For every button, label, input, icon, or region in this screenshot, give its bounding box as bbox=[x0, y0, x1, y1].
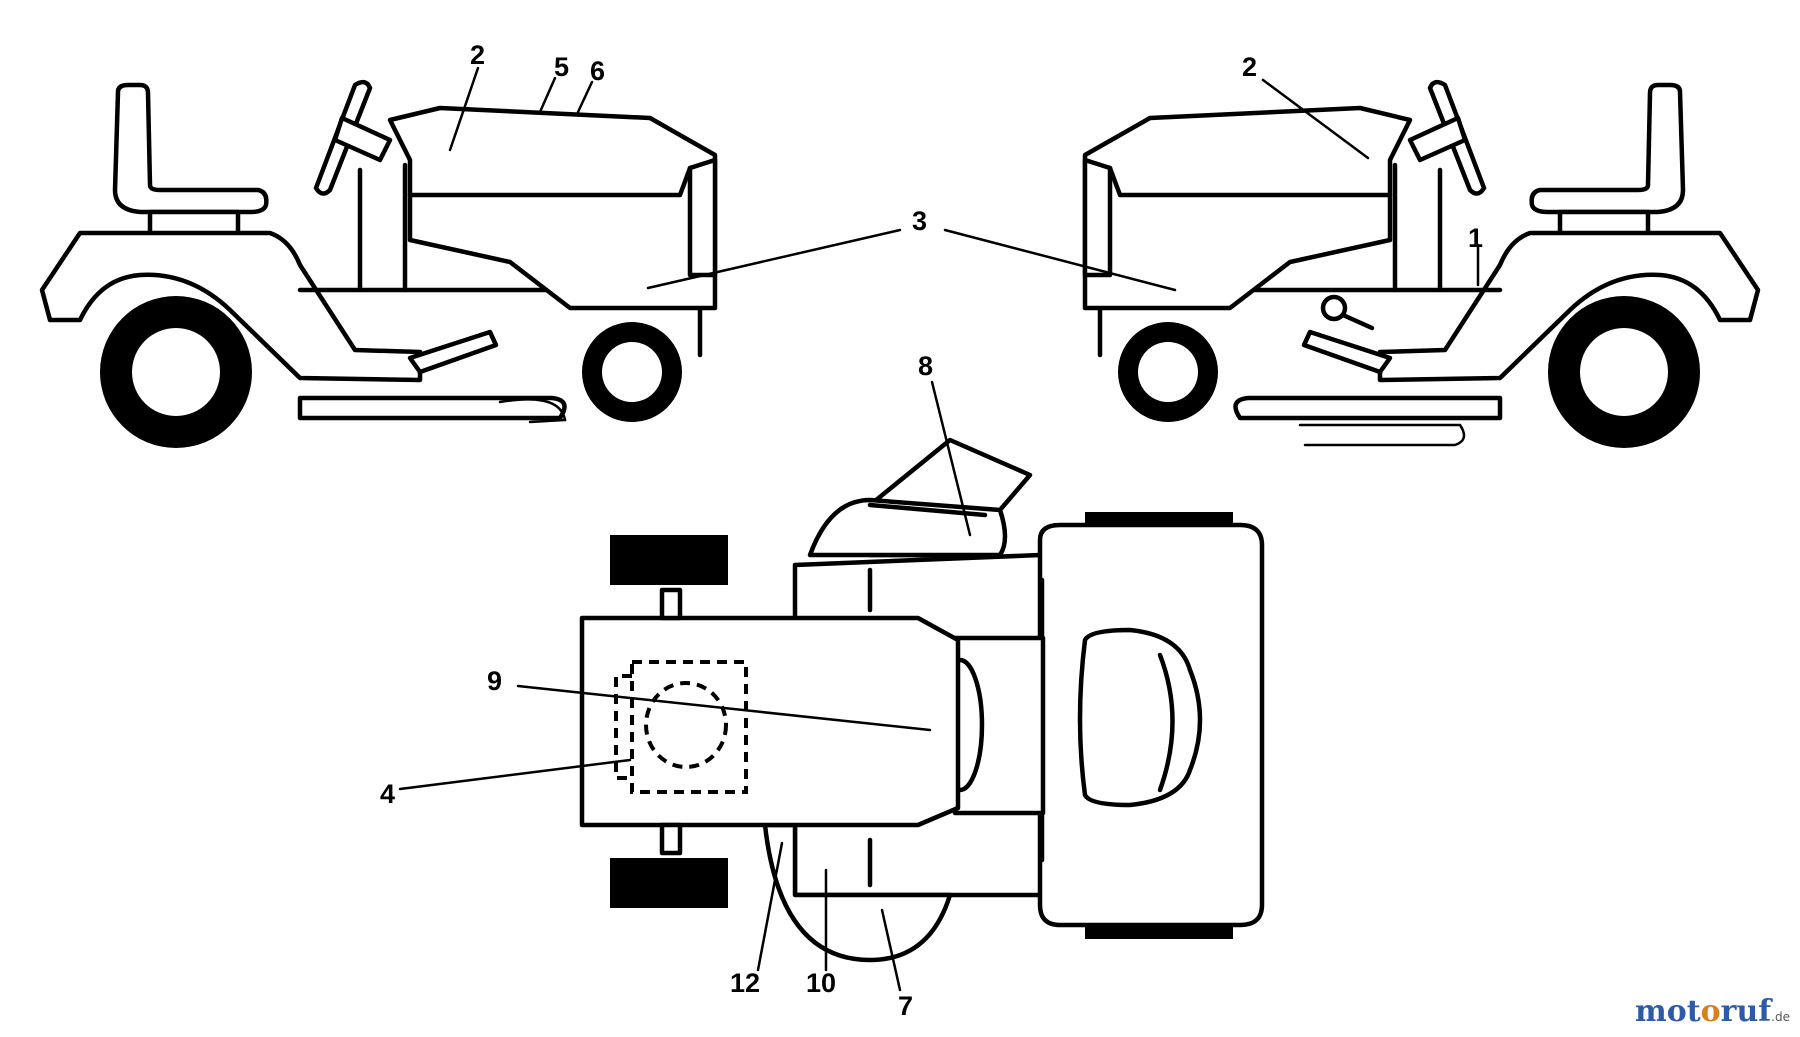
label-8: 8 bbox=[918, 351, 933, 381]
label-9: 9 bbox=[487, 666, 502, 696]
leader-8 bbox=[930, 380, 972, 537]
leader-5 bbox=[538, 76, 557, 114]
leader-4 bbox=[398, 758, 632, 791]
label-7: 7 bbox=[898, 991, 913, 1021]
tractor-right-side-view bbox=[1082, 79, 1761, 448]
tractor-top-view bbox=[579, 437, 1265, 963]
label-6: 6 bbox=[590, 56, 605, 86]
leader-7 bbox=[880, 908, 902, 992]
leader-2a bbox=[448, 66, 480, 152]
label-1: 1 bbox=[1468, 223, 1483, 253]
watermark-logo: motoruf.de bbox=[1635, 994, 1790, 1029]
callout-labels: 1 2 2 3 4 5 6 7 8 9 10 12 bbox=[380, 40, 1483, 1021]
leader-9 bbox=[516, 684, 932, 732]
leader-2b bbox=[1261, 78, 1370, 160]
tractor-left-side-view bbox=[39, 79, 718, 448]
watermark-part2: o bbox=[1700, 994, 1721, 1029]
label-3: 3 bbox=[912, 206, 927, 236]
label-10: 10 bbox=[806, 968, 836, 998]
watermark-part3: ruf bbox=[1720, 994, 1772, 1029]
label-2-left: 2 bbox=[470, 40, 485, 70]
label-2-right: 2 bbox=[1242, 52, 1257, 82]
label-4: 4 bbox=[380, 779, 395, 809]
leader-12 bbox=[756, 841, 784, 972]
leader-6 bbox=[576, 80, 594, 114]
leader-lines bbox=[398, 66, 1480, 992]
watermark-part1: mot bbox=[1635, 994, 1701, 1029]
watermark-suffix: .de bbox=[1771, 1010, 1790, 1024]
leader-3b bbox=[943, 228, 1177, 292]
leader-3a bbox=[646, 228, 902, 290]
label-5: 5 bbox=[554, 52, 569, 82]
label-12: 12 bbox=[730, 968, 760, 998]
